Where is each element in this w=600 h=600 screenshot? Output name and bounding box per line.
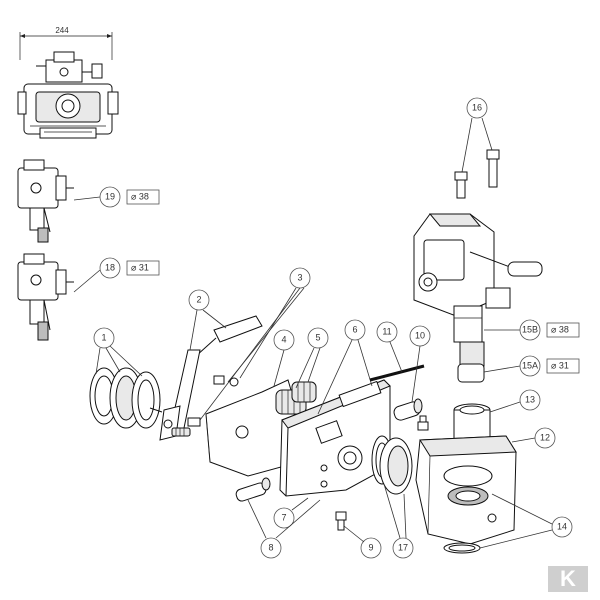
size-box-15a bbox=[546, 358, 580, 374]
callout-bubble-15a bbox=[519, 355, 541, 377]
dimension-label: 244 bbox=[55, 26, 69, 35]
callout-bubble-18 bbox=[99, 257, 121, 279]
callout-bubble-19 bbox=[99, 186, 121, 208]
callout-bubble-14 bbox=[551, 516, 573, 538]
callout-bubble-13 bbox=[519, 389, 541, 411]
brand-logo: K bbox=[548, 566, 588, 592]
size-label-19: ⌀ 38 bbox=[131, 191, 149, 201]
callout-bubble-6 bbox=[344, 319, 366, 341]
front-view-drawing: 244 bbox=[17, 26, 119, 139]
callout-8: 8 bbox=[268, 542, 273, 552]
size-label-15a: ⌀ 31 bbox=[551, 360, 569, 370]
main-housing bbox=[279, 379, 391, 497]
size-box-15b bbox=[546, 322, 580, 338]
size-label-18: ⌀ 31 bbox=[131, 262, 149, 272]
nipple-fitting bbox=[335, 511, 347, 531]
locking-pin bbox=[235, 477, 271, 502]
callout-2: 2 bbox=[196, 294, 201, 304]
bushing bbox=[393, 398, 423, 421]
callout-1: 1 bbox=[101, 332, 106, 342]
callout-4: 4 bbox=[281, 334, 286, 344]
callout-bubble-15b bbox=[519, 319, 541, 341]
hitch-top-assembly bbox=[413, 213, 543, 383]
callout-bubble-1 bbox=[93, 327, 115, 349]
callout-bubble-8 bbox=[260, 537, 282, 559]
retaining-ring bbox=[443, 542, 481, 554]
callout-bubble-7 bbox=[273, 507, 295, 529]
callout-18: 18 bbox=[105, 262, 115, 272]
callout-3: 3 bbox=[297, 272, 302, 282]
callout-17: 17 bbox=[398, 542, 408, 552]
small-spring bbox=[171, 427, 191, 437]
callout-bubble-17 bbox=[392, 537, 414, 559]
callout-10: 10 bbox=[415, 330, 425, 340]
logo-letter: K bbox=[560, 566, 576, 591]
callout-7: 7 bbox=[281, 512, 286, 522]
callout-bubble-5 bbox=[307, 327, 329, 349]
size-box-19 bbox=[126, 189, 160, 205]
callout-11: 11 bbox=[382, 326, 391, 336]
callout-13: 13 bbox=[525, 394, 535, 404]
pin-long bbox=[486, 149, 500, 188]
callout-14: 14 bbox=[557, 521, 567, 531]
callout-6: 6 bbox=[352, 324, 357, 334]
callout-16: 16 bbox=[472, 102, 482, 112]
seal-rings bbox=[371, 435, 413, 495]
side-view-upper bbox=[17, 159, 74, 243]
callout-15b: 15B bbox=[522, 324, 538, 334]
pin-short bbox=[454, 171, 468, 199]
callout-bubble-9 bbox=[360, 537, 382, 559]
callout-bubble-2 bbox=[188, 289, 210, 311]
spring-rings bbox=[89, 367, 161, 429]
size-label-15b: ⌀ 38 bbox=[551, 324, 569, 334]
callout-9: 9 bbox=[368, 542, 373, 552]
callout-5: 5 bbox=[315, 332, 320, 342]
callout-12: 12 bbox=[540, 432, 550, 442]
coupling-jaw bbox=[415, 435, 517, 545]
side-view-lower bbox=[17, 253, 74, 341]
callout-bubble-16 bbox=[466, 97, 488, 119]
callout-15a: 15A bbox=[522, 360, 538, 370]
screw-set bbox=[187, 375, 239, 427]
grease-fitting bbox=[417, 415, 429, 431]
callout-bubble-11 bbox=[376, 321, 398, 343]
coil-springs bbox=[275, 381, 317, 415]
size-box-18 bbox=[126, 260, 160, 276]
callout-19: 19 bbox=[105, 191, 115, 201]
